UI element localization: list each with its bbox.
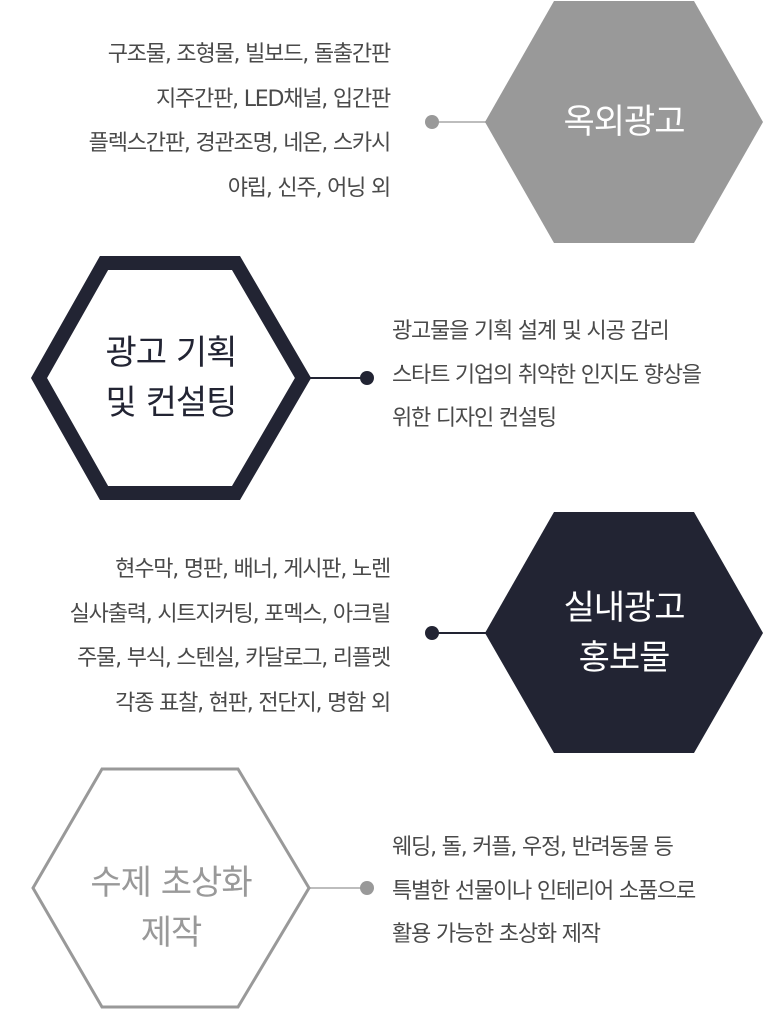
planning-description-line: 스타트 기업의 취약한 인지도 향상을 [392,362,702,388]
portrait-description-line: 특별한 선물이나 인테리어 소품으로 [392,878,696,904]
indoor-title-line: 홍보물 [578,638,671,678]
indoor-title: 실내광고 홍보물 [485,583,763,683]
portrait-hexagon-group [31,767,374,1009]
outdoor-description-line: 플렉스간판, 경관조명, 네온, 스카시 [88,131,392,156]
portrait-description-line: 웨딩, 돌, 커플, 우정, 반려동물 등 [392,835,674,860]
indoor-description-line: 현수막, 명판, 배너, 게시판, 노렌 [115,557,391,582]
outdoor-description-line: 구조물, 조형물, 빌보드, 돌출간판 [107,42,391,67]
planning-description-line: 위한 디자인 컨설팅 [392,406,557,431]
outdoor-description-line: 지주간판, LED채널, 입간판 [155,86,391,112]
outdoor-description: 구조물, 조형물, 빌보드, 돌출간판 지주간판, LED채널, 입간판 플렉스… [88,33,392,211]
planning-title-line: 광고 기획 [105,333,238,373]
outdoor-title: 옥외광고 [485,97,763,147]
planning-title: 광고 기획 및 컨설팅 [32,328,310,428]
indoor-hexagon-group [425,512,763,753]
indoor-description-line: 주물, 부식, 스텐실, 카달로그, 리플렛 [77,646,391,671]
planning-hexagon [30,256,312,500]
planning-hexagon-group [30,256,374,500]
indoor-description-line: 각종 표찰, 현판, 전단지, 명함 외 [115,690,391,716]
portrait-connector-dot [360,881,374,895]
indoor-description: 현수막, 명판, 배너, 게시판, 노렌 실사출력, 시트지커팅, 포멕스, 아… [69,548,392,726]
indoor-hexagon [485,512,763,753]
indoor-title-line: 실내광고 [563,588,685,628]
indoor-description-line: 실사출력, 시트지커팅, 포멕스, 아크릴 [69,601,392,627]
outdoor-description-line: 야립, 신주, 어닝 외 [227,175,391,201]
outdoor-hexagon-group [425,1,763,243]
portrait-description-line: 활용 가능한 초상화 제작 [392,922,601,947]
planning-description: 광고물을 기획 설계 및 시공 감리 스타트 기업의 취약한 인지도 향상을 위… [392,310,702,441]
outdoor-hexagon [485,1,763,243]
portrait-title: 수제 초상화 제작 [32,858,310,958]
portrait-title-line: 제작 [140,913,203,953]
planning-description-line: 광고물을 기획 설계 및 시공 감리 [392,319,670,344]
portrait-title-line: 수제 초상화 [90,863,252,903]
indoor-connector-dot [425,626,439,640]
portrait-description: 웨딩, 돌, 커플, 우정, 반려동물 등 특별한 선물이나 인테리어 소품으로… [392,826,696,957]
portrait-hexagon [31,767,311,1009]
outdoor-connector-dot [425,115,439,129]
outdoor-title-line: 옥외광고 [563,102,685,142]
planning-connector-dot [360,371,374,385]
planning-title-line: 및 컨설팅 [105,383,238,423]
